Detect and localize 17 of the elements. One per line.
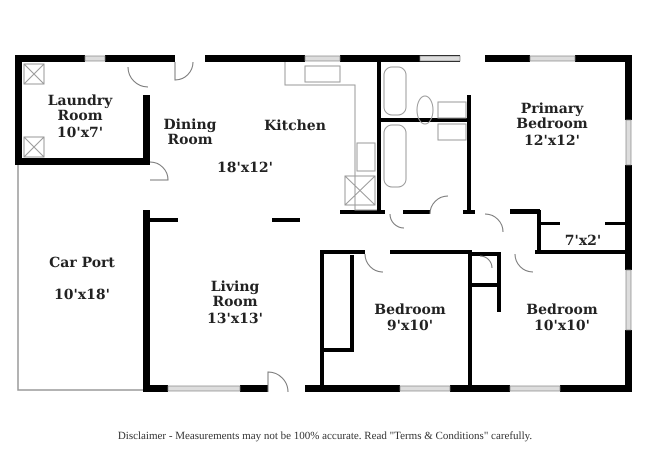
- room-dimension: 7'x2': [564, 234, 602, 249]
- room-name: Kitchen: [264, 119, 326, 134]
- room-dimension: 10'x18': [54, 288, 110, 303]
- room-name: Dining Room: [162, 118, 218, 148]
- room-dimension: 13'x13': [207, 312, 263, 327]
- room-name: Bedroom: [374, 303, 446, 318]
- room-name: Primary Bedroom: [515, 102, 589, 132]
- room-name: Laundry Room: [46, 94, 114, 124]
- room-dimension: 12'x12': [524, 134, 580, 149]
- room-name: Car Port: [49, 256, 115, 271]
- room-dimension: 10'x7': [56, 126, 104, 141]
- room-name: Living Room: [210, 280, 260, 310]
- room-dimension: 10'x10': [534, 319, 590, 334]
- room-name: Bedroom: [526, 303, 598, 318]
- disclaimer-note: Disclaimer - Measurements may not be 100% accurate. Read "Terms & Conditions" carefully.: [116, 430, 534, 442]
- room-dimension: 9'x10': [386, 319, 434, 334]
- room-dimension: 18'x12': [217, 161, 273, 176]
